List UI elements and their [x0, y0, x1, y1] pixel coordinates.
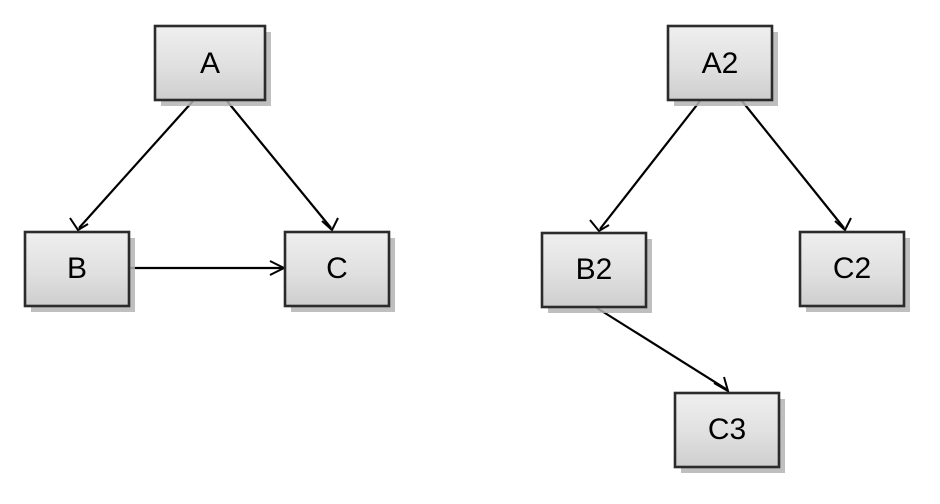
node-c-box: [283, 230, 391, 308]
edge-a2-to-c2[interactable]: [741, 100, 852, 232]
node-a2-box: [666, 24, 774, 102]
node-c3-label: C3: [708, 413, 746, 446]
edge-a-to-b-arrowhead: [69, 217, 89, 232]
node-b2-label: B2: [576, 253, 613, 286]
node-a2[interactable]: A2: [666, 24, 778, 106]
edge-b2-to-c3-arrowhead: [713, 376, 730, 394]
edge-b2-to-c3[interactable]: [596, 307, 730, 394]
edge-a-to-b[interactable]: [69, 100, 194, 232]
node-a-box: [153, 24, 267, 102]
edge-b-to-c[interactable]: [130, 260, 287, 276]
node-c[interactable]: C: [283, 230, 395, 312]
node-c3[interactable]: C3: [673, 391, 785, 473]
node-a2-label: A2: [702, 47, 739, 80]
edge-a2-to-c2-line: [741, 100, 845, 229]
cluster-right-graph: A2 B2 C2 C3: [540, 24, 910, 473]
node-b-box: [23, 230, 131, 308]
node-b2[interactable]: B2: [540, 231, 652, 313]
edge-a2-to-c2-arrowhead: [834, 217, 852, 232]
node-a[interactable]: A: [153, 24, 271, 106]
edge-a-to-b-line: [78, 100, 194, 229]
node-c2-box: [798, 230, 906, 308]
edge-a2-to-b2-line: [599, 100, 701, 230]
edge-b2-to-c3-line: [596, 307, 727, 390]
edge-a-to-c-line: [226, 100, 332, 229]
edge-a2-to-b2[interactable]: [589, 100, 701, 233]
edge-a2-to-b2-arrowhead: [589, 219, 610, 233]
node-c2-label: C2: [833, 252, 871, 285]
node-c-label: C: [326, 252, 348, 285]
node-c2[interactable]: C2: [798, 230, 910, 312]
node-b-label: B: [67, 252, 87, 285]
edge-a-to-c-arrowhead: [321, 217, 339, 232]
cluster-left-graph: A B C: [23, 24, 395, 312]
node-c3-box: [673, 391, 781, 469]
edge-a-to-c[interactable]: [226, 100, 339, 232]
node-a-label: A: [200, 47, 220, 80]
node-b2-box: [540, 231, 648, 309]
node-b[interactable]: B: [23, 230, 135, 312]
